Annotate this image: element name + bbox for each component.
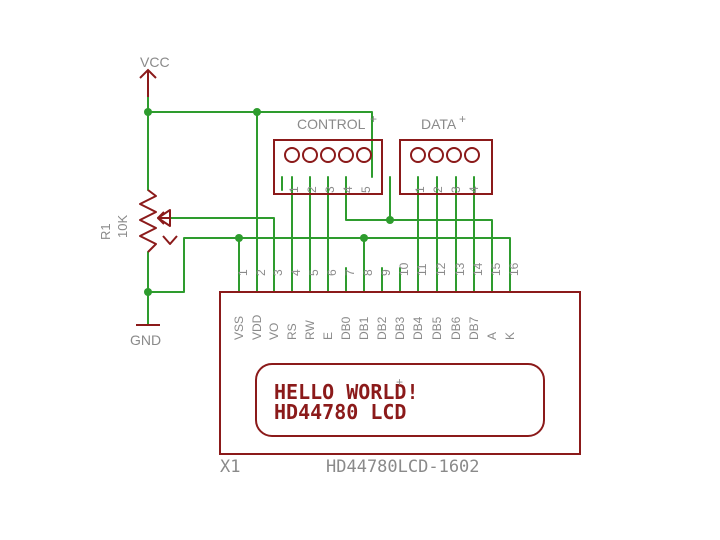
lcd-pin-11-number: 11 — [415, 263, 429, 276]
lcd-screen-line2: HD44780 LCD — [274, 400, 406, 424]
lcd-pin-13-number: 13 — [453, 262, 467, 276]
lcd-pin-14-number: 14 — [471, 262, 485, 276]
lcd-pin-4-name: RS — [285, 323, 299, 340]
wire-gnd-rail — [147, 237, 511, 293]
data-header-name: DATA — [421, 116, 457, 132]
lcd-pin-8-number: 8 — [361, 269, 375, 276]
lcd-pin-9-name: DB2 — [375, 316, 389, 340]
wire-wiper-vo — [169, 217, 275, 293]
lcd-pin-7-name: DB0 — [339, 316, 353, 340]
wiper-tri — [157, 209, 178, 245]
wire-lcd-stubs — [345, 267, 401, 293]
data-header-pin-3-label: 3 — [449, 186, 463, 193]
lcd-pin-3-name: VO — [267, 323, 281, 340]
control-header-pin-1-label: 1 — [287, 186, 301, 193]
control-header-pin-4-label: 4 — [341, 186, 355, 193]
control-header-pin-2-ring — [302, 147, 318, 163]
lcd-screen — [255, 363, 545, 437]
junction-rw — [360, 234, 368, 242]
lcd-pin-15-name: A — [485, 332, 499, 340]
control-header-name: CONTROL — [297, 116, 366, 132]
vcc-label: VCC — [140, 54, 170, 70]
control-header-body — [273, 139, 383, 195]
control-header-pin-3-ring — [320, 147, 336, 163]
lcd-pin-12-name: DB5 — [430, 316, 444, 340]
power-symbols — [136, 68, 160, 326]
data-header-pin-1-label: 1 — [413, 186, 427, 193]
control-header-pin-5-ring — [356, 147, 372, 163]
junction-vcc-top — [144, 108, 152, 116]
gnd-label: GND — [130, 332, 161, 348]
data-header-pin-2-ring — [428, 147, 444, 163]
lcd-pin-10-name: DB3 — [393, 316, 407, 340]
lcd-pin-4-number: 4 — [289, 269, 303, 276]
wire-vcc-rail — [147, 111, 373, 178]
lcd-pin-6-name: E — [321, 332, 335, 340]
control-header-marker: + — [370, 112, 377, 126]
data-header-body — [399, 139, 493, 195]
lcd-pin-14-name: DB7 — [467, 316, 481, 340]
lcd-pin-6-number: 6 — [325, 269, 339, 276]
vcc-symbol — [139, 68, 157, 97]
lcd-pin-9-number: 9 — [379, 269, 393, 276]
control-header-pin-3-label: 3 — [323, 186, 337, 193]
junction-gnd — [144, 288, 152, 296]
lcd-pin-13-name: DB6 — [449, 316, 463, 340]
resistor-value: 10K — [115, 215, 130, 238]
junction-vss — [235, 234, 243, 242]
lcd-pin-15-number: 15 — [489, 262, 503, 276]
lcd-ref: X1 — [220, 457, 240, 477]
data-header-pin-4-label: 4 — [467, 186, 481, 193]
lcd-pin-10-number: 10 — [397, 262, 411, 276]
lcd-pin-16-name: K — [503, 332, 517, 340]
wires — [147, 96, 511, 326]
lcd-pin-12-number: 12 — [434, 262, 448, 276]
lcd-pin-11-name: DB4 — [411, 316, 425, 340]
lcd-pin-1-name: VSS — [232, 316, 246, 340]
lcd-screen-line1: HELLO WORLD! — [274, 380, 419, 404]
lcd-body — [219, 291, 581, 455]
data-header-pin-3-ring — [446, 147, 462, 163]
control-header-pin-4-ring — [338, 147, 354, 163]
lcd-pin-16-number: 16 — [507, 262, 521, 276]
data-header-pin-2-label: 2 — [431, 186, 445, 193]
junction-vdd — [253, 108, 261, 116]
data-header-pin-4-ring — [464, 147, 480, 163]
lcd-pin-2-number: 2 — [254, 269, 268, 276]
lcd-pin-1-number: 1 — [236, 269, 250, 276]
data-header-pin-1-ring — [410, 147, 426, 163]
resistor-name: R1 — [98, 223, 113, 240]
lcd-pin-2-name: VDD — [250, 314, 264, 340]
lcd-pin-5-number: 5 — [307, 269, 321, 276]
resistor-r1 — [139, 189, 178, 253]
control-header-pin-5-label: 5 — [359, 186, 373, 193]
resistor-zigzag — [139, 189, 157, 253]
lcd-pin-3-number: 3 — [271, 269, 285, 276]
lcd-screen-marker: + — [396, 375, 403, 389]
lcd-pin-5-name: RW — [303, 320, 317, 340]
lcd-pin-8-name: DB1 — [357, 316, 371, 340]
data-header-marker: + — [459, 112, 466, 126]
lcd-pin-7-number: 7 — [343, 269, 357, 276]
junction-data — [386, 216, 394, 224]
control-header-pin-1-ring — [284, 147, 300, 163]
control-header-pin-2-label: 2 — [305, 186, 319, 193]
lcd-part: HD44780LCD-1602 — [326, 457, 480, 477]
junctions — [144, 108, 394, 296]
